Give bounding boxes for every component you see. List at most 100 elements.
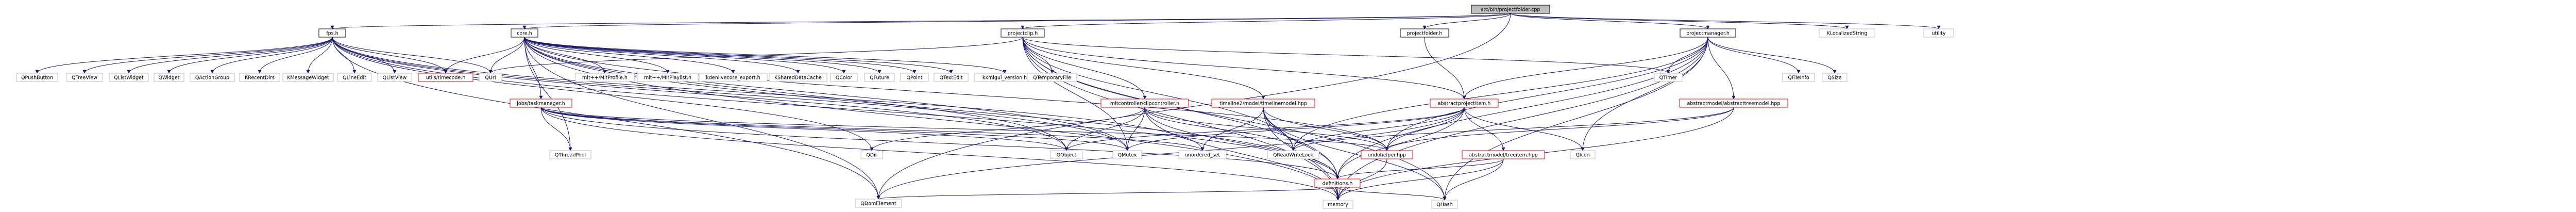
node-box — [1112, 150, 1142, 159]
node-qhash[interactable]: QHash — [1431, 200, 1458, 209]
dependency-nodes: src/bin/projectfolder.cpp fps.h core.h proj… — [16, 5, 1954, 209]
node-memory[interactable]: memory — [1323, 200, 1353, 209]
node-box — [154, 73, 184, 82]
node-definitions-h[interactable]: definitions.h — [1314, 178, 1361, 188]
node-utility[interactable]: utility — [1923, 28, 1954, 38]
node-qwidget[interactable]: QWidget — [154, 73, 184, 82]
node-qurl[interactable]: QUrl — [479, 73, 502, 82]
node-qdomelement[interactable]: QDomElement — [855, 199, 902, 208]
node-box — [1471, 5, 1550, 14]
edge-coreh-to-qurl — [488, 37, 525, 74]
node-mlt-mltplaylist-h[interactable]: mlt++/MltPlaylist.h — [637, 73, 699, 82]
node-label: KMessageWidget — [287, 75, 329, 81]
node-label: QThreadPool — [555, 153, 586, 158]
node-label: QListWidget — [114, 75, 144, 81]
node-qlistwidget[interactable]: QListWidget — [109, 73, 149, 82]
edge-projectmanagerh-to-qfileinfo — [1707, 37, 1801, 74]
node-label: memory — [1328, 202, 1348, 208]
node-label: QUrl — [485, 75, 496, 81]
edge-projectcliph-to-memory — [1022, 37, 1340, 201]
node-box — [864, 73, 895, 82]
node-kmessagewidget[interactable]: KMessageWidget — [282, 73, 334, 82]
node-qicon[interactable]: QIcon — [1570, 150, 1596, 159]
edge-coreh-to-utilstimecodeh — [444, 37, 525, 74]
node-box — [900, 73, 929, 82]
node-abstractmodel-abstracttreemodel-hpp[interactable]: abstractmodel/abstracttreemodel.hpp — [1679, 99, 1788, 108]
node-box — [1211, 99, 1315, 108]
edge-fpsh-to-qlistwidget — [127, 37, 333, 74]
edge-coreh-to-qpoint — [524, 37, 917, 74]
node-qlistview[interactable]: QListView — [377, 73, 412, 82]
node-qlineedit[interactable]: QLineEdit — [337, 73, 372, 82]
node-timeline2-model-timelinemodel-hpp[interactable]: timeline2/model/timelinemodel.hpp — [1211, 99, 1315, 108]
edge-definitionsh-to-qdomelement — [876, 187, 1338, 200]
edge-coreh-to-qdomelement — [524, 37, 880, 200]
node-qmutex[interactable]: QMutex — [1112, 150, 1142, 159]
node-krecentdirs[interactable]: KRecentDirs — [239, 73, 280, 82]
node-box — [1680, 28, 1736, 38]
node-label: utility — [1931, 31, 1945, 37]
node-klocalizedstring[interactable]: KLocalizedString — [1819, 28, 1875, 38]
node-utils-timecode-h[interactable]: utils/timecode.h — [418, 73, 473, 82]
node-kxmlgui-version-h[interactable]: kxmlgui_version.h — [974, 73, 1035, 82]
node-qpoint[interactable]: QPoint — [900, 73, 929, 82]
node-label: QTextEdit — [939, 75, 962, 81]
node-qfuture[interactable]: QFuture — [864, 73, 895, 82]
node-qtreeview[interactable]: QTreeView — [66, 73, 103, 82]
node-label: abstractmodel/abstracttreemodel.hpp — [1687, 101, 1781, 107]
node-box — [549, 150, 591, 159]
edge-abstractprojectitemh-to-abstractmodeltreeitemhpp — [1464, 107, 1505, 151]
edge-abstractmodelabstracttreemodelhpp-to-undohelperhpp — [1385, 107, 1734, 151]
node-abstractmodel-treeitem-hpp[interactable]: abstractmodel/treeitem.hpp — [1462, 150, 1545, 159]
edge-abstractprojectitemh-to-qdomelement — [876, 107, 1465, 200]
node-box — [510, 99, 572, 108]
node-label: mlt++/MltPlaylist.h — [644, 75, 691, 81]
node-qpushbutton[interactable]: QPushButton — [16, 73, 58, 82]
node-src-bin-projectfolder-cpp: src/bin/projectfolder.cpp — [1471, 5, 1550, 14]
node-jobs-taskmanager-h[interactable]: jobs/taskmanager.h — [510, 99, 572, 108]
node-projectclip-h[interactable]: projectclip.h — [1001, 28, 1045, 38]
node-abstractprojectitem-h[interactable]: abstractprojectitem.h — [1430, 99, 1499, 108]
node-mlt-mltprofile-h[interactable]: mlt++/MltProfile.h — [575, 73, 635, 82]
node-qobject[interactable]: QObject — [1050, 150, 1083, 159]
node-box — [1462, 150, 1545, 159]
node-box — [109, 73, 149, 82]
node-kdenlivecore-export-h[interactable]: kdenlivecore_export.h — [699, 73, 768, 82]
node-unordered-set[interactable]: unordered_set — [1178, 150, 1227, 159]
node-kshareddatacache[interactable]: KSharedDataCache — [769, 73, 827, 82]
node-projectfolder-h[interactable]: projectfolder.h — [1400, 28, 1449, 38]
edge-projectmanagerh-to-memory — [1336, 37, 1708, 201]
node-label: timeline2/model/timelinemodel.hpp — [1219, 101, 1307, 107]
edge-projectfolder_cpp-to-utility — [1510, 13, 1941, 29]
node-projectmanager-h[interactable]: projectmanager.h — [1680, 28, 1736, 38]
node-label: KRecentDirs — [245, 75, 275, 81]
node-qtemporaryfile[interactable]: QTemporaryFile — [1027, 73, 1077, 82]
node-qcolor[interactable]: QColor — [830, 73, 858, 82]
node-mltcontroller-clipcontroller-h[interactable]: mltcontroller/clipcontroller.h — [1100, 99, 1189, 108]
node-box — [1100, 99, 1189, 108]
node-qtimer[interactable]: QTimer — [1654, 73, 1683, 82]
node-core-h[interactable]: core.h — [511, 28, 538, 38]
edge-fpsh-to-utilstimecodeh — [332, 37, 448, 74]
node-fps-h[interactable]: fps.h — [318, 28, 346, 38]
node-box — [1001, 28, 1045, 38]
node-label: QActionGroup — [195, 75, 229, 81]
node-label: QDomElement — [860, 201, 896, 207]
node-box — [16, 73, 58, 82]
node-label: QFuture — [870, 75, 889, 81]
edge-projectcliph-to-timeline2modeltimelinemodelhpp — [1022, 37, 1265, 100]
node-qreadwritelock[interactable]: QReadWriteLock — [1267, 150, 1319, 159]
edge-projectfolder_cpp-to-projectmanagerh — [1510, 13, 1710, 29]
node-qactiongroup[interactable]: QActionGroup — [190, 73, 235, 82]
node-box — [1782, 73, 1815, 82]
node-qdir[interactable]: QDir — [860, 150, 883, 159]
node-qtextedit[interactable]: QTextEdit — [934, 73, 969, 82]
node-qthreadpool[interactable]: QThreadPool — [549, 150, 591, 159]
node-label: QHash — [1436, 202, 1452, 208]
node-label: QTemporaryFile — [1033, 75, 1071, 81]
node-undohelper-hpp[interactable]: undohelper.hpp — [1361, 150, 1413, 159]
node-qsize[interactable]: QSize — [1822, 73, 1848, 82]
edge-abstractprojectitemh-to-undohelperhpp — [1385, 107, 1465, 151]
node-qfileinfo[interactable]: QFileInfo — [1782, 73, 1815, 82]
edge-mltcontrollerclipcontrollerh-to-qreadwritelock — [1144, 107, 1295, 151]
